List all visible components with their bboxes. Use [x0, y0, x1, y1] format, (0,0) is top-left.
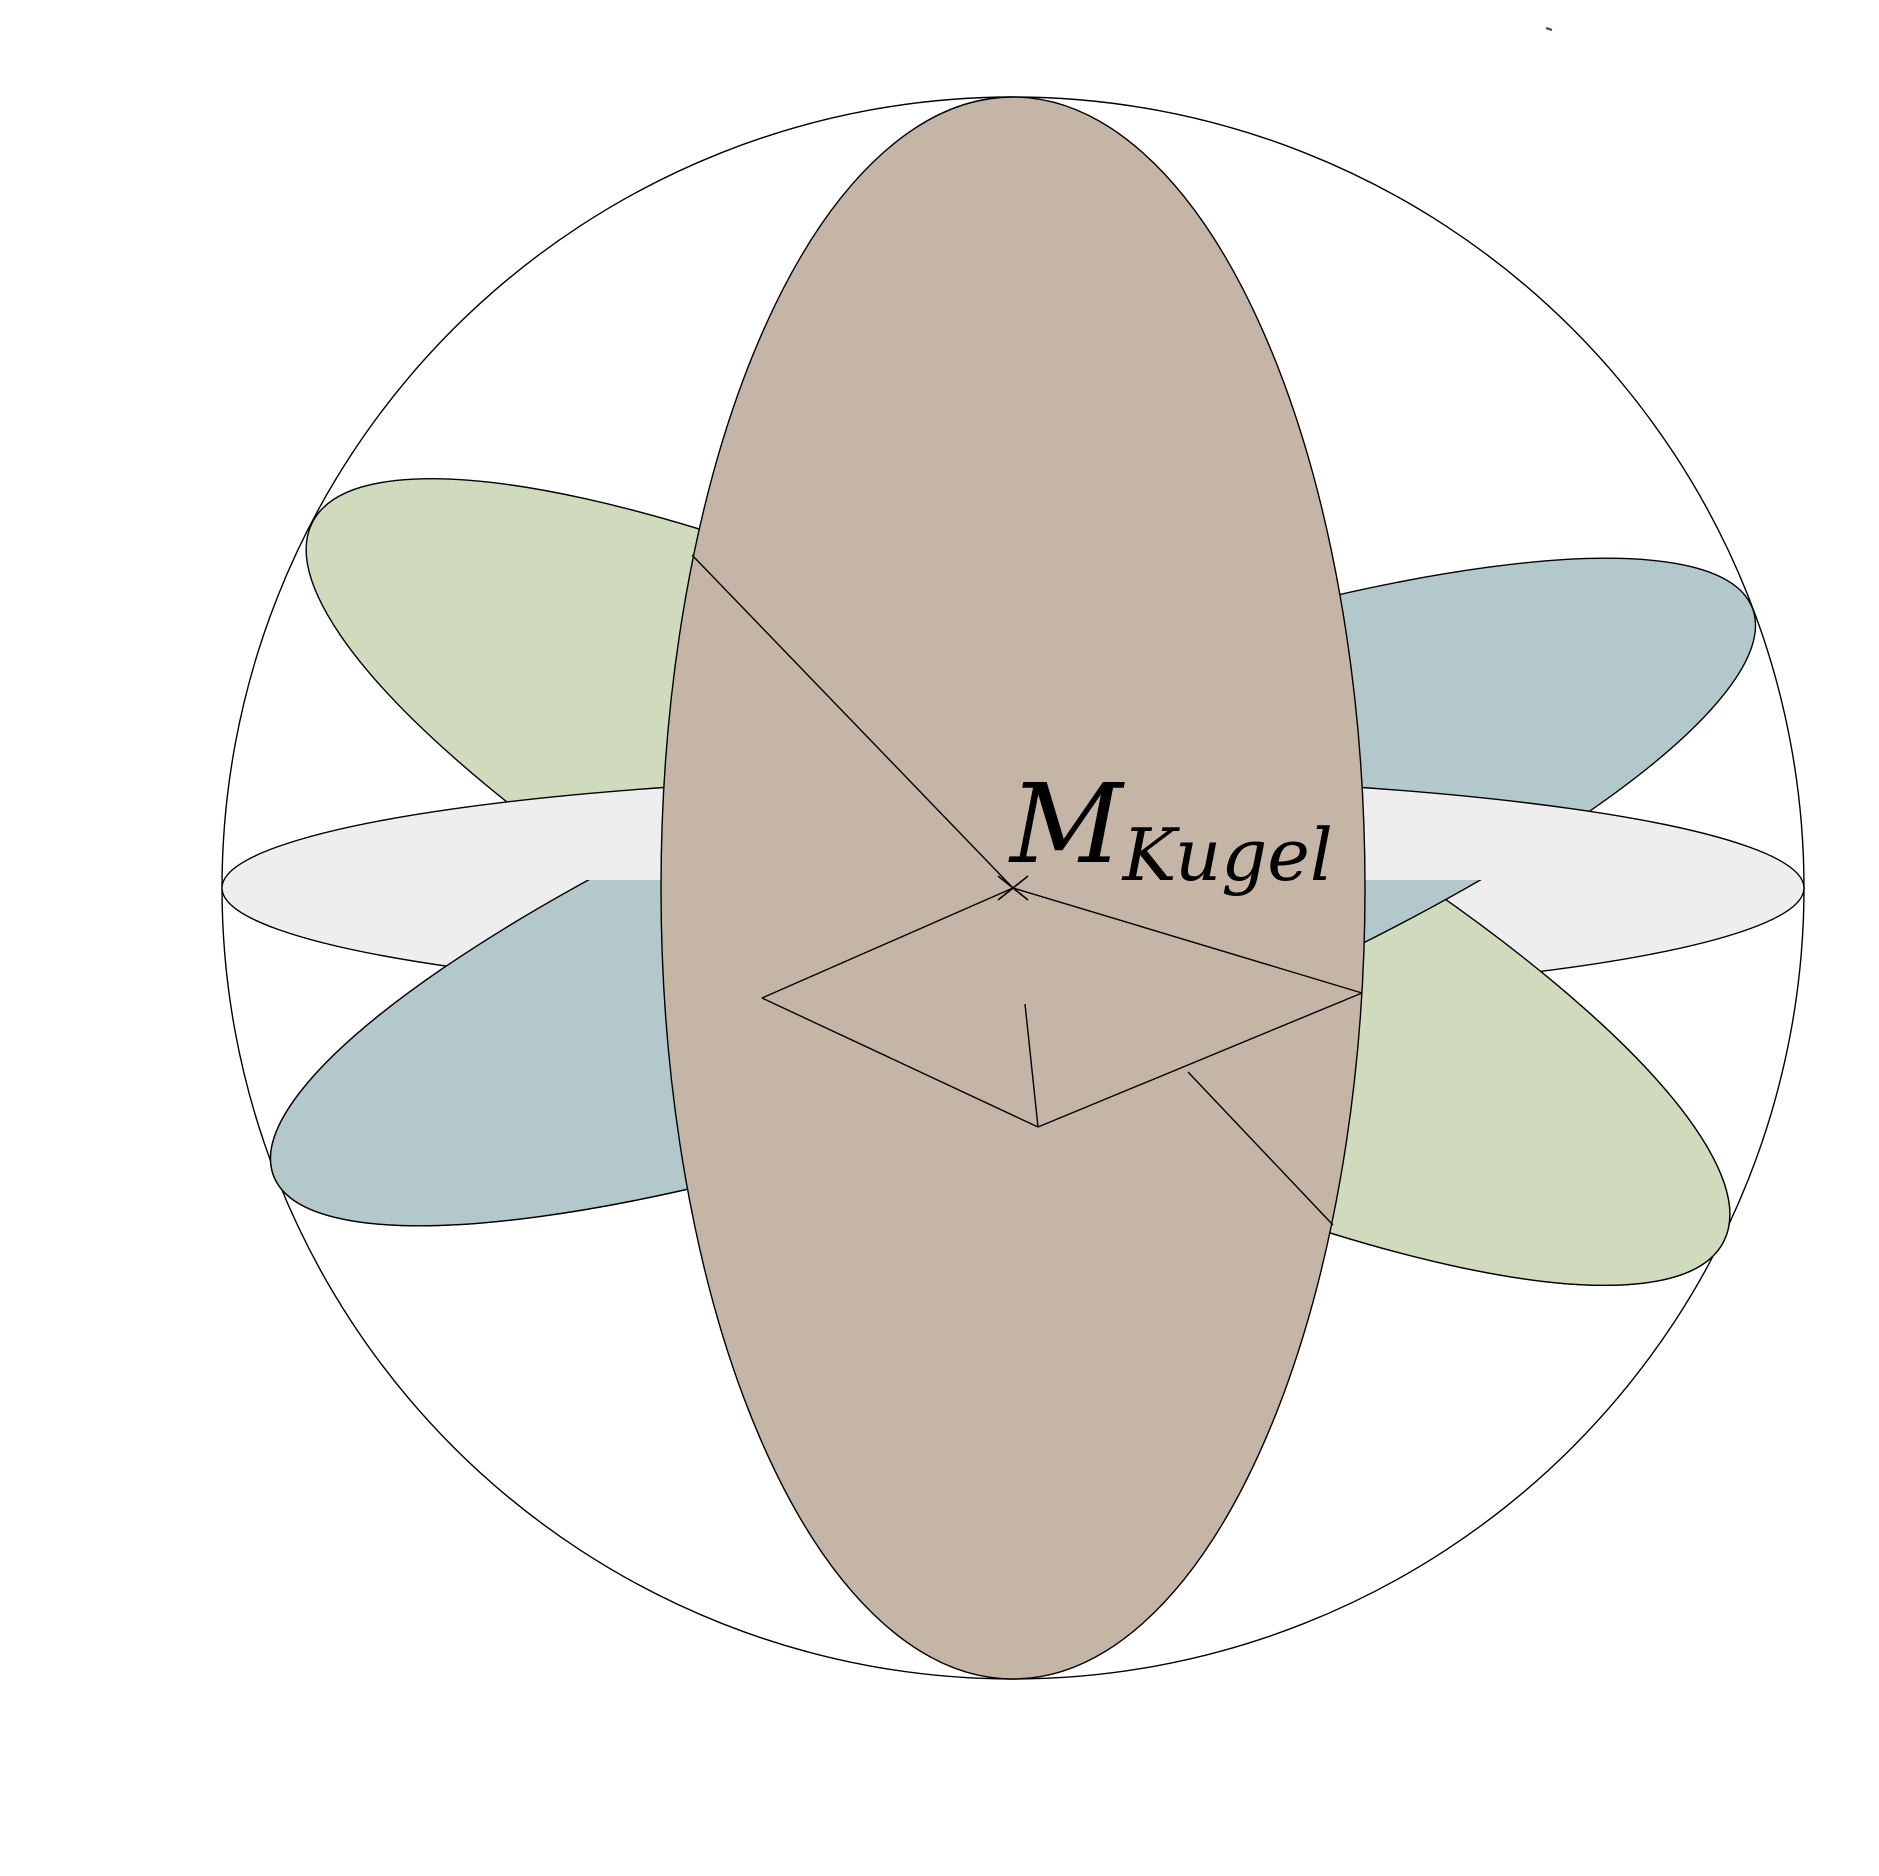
front-line-vertical [1024, 1003, 1039, 1128]
intersection-line-a [761, 997, 1039, 1128]
front-line-diagonal [1187, 1071, 1334, 1226]
center-label: MKugel [1010, 760, 1333, 897]
radius-line-left [761, 887, 1014, 999]
intersection-line-b [1037, 992, 1363, 1128]
center-label-subscript: Kugel [1122, 813, 1333, 897]
radius-line-right [1012, 887, 1363, 994]
radius-line-upper-left [691, 554, 1014, 889]
center-point-marker [997, 875, 1029, 901]
center-label-main: M [1010, 760, 1123, 888]
radius-lines [691, 554, 1363, 1226]
stray-mark [1545, 27, 1553, 31]
